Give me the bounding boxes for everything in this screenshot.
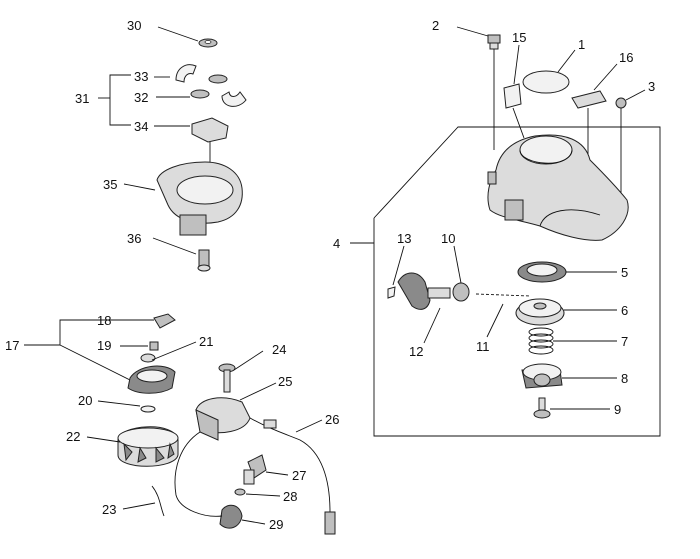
part-12-starter-grip: [397, 272, 451, 344]
callout-2: 2: [432, 18, 439, 33]
bracket-17: [24, 319, 131, 381]
callout-16: 16: [619, 50, 633, 65]
callout-12: 12: [409, 344, 423, 359]
part-34-block: [154, 117, 229, 180]
callout-29: 29: [269, 517, 283, 532]
callout-5: 5: [621, 265, 628, 280]
starter-assembly-group: [350, 126, 661, 437]
callout-33: 33: [134, 69, 148, 84]
part-7-spring: [528, 327, 617, 355]
part-10-grip-plug: [452, 245, 470, 302]
callout-31: 31: [75, 91, 89, 106]
part-29-boot: [219, 504, 266, 529]
callout-8: 8: [621, 371, 628, 386]
callout-22: 22: [66, 429, 80, 444]
starter-housing: [487, 134, 629, 241]
callout-20: 20: [78, 393, 92, 408]
part-28-spring: [234, 488, 281, 497]
part-23-tube: [122, 485, 165, 517]
callout-labels: 1 2 3 4 5 6 7 8 9 10 11 12 13 15 16 17 1…: [5, 18, 655, 532]
callout-23: 23: [102, 502, 116, 517]
part-19-spring: [120, 341, 159, 351]
callout-25: 25: [278, 374, 292, 389]
part-25-coil: [195, 382, 277, 441]
callout-15: 15: [512, 30, 526, 45]
part-8-ratchet: [521, 363, 617, 389]
part-35-base: [123, 161, 243, 236]
part-5-spring-case: [517, 261, 617, 283]
hv-lead: [174, 431, 223, 517]
callout-4: 4: [333, 236, 340, 251]
part-33-shoe: [154, 64, 197, 83]
part-18-knob: [120, 313, 176, 329]
part-30-washer: [157, 26, 218, 48]
part-20-washer: [97, 400, 156, 413]
part-27-plug-cap: [243, 454, 289, 485]
callout-32: 32: [134, 90, 148, 105]
part-32-springs: [156, 74, 247, 107]
part-36-screw: [152, 237, 211, 272]
callout-3: 3: [648, 79, 655, 94]
callout-21: 21: [199, 334, 213, 349]
part-9-screw: [533, 397, 610, 419]
callout-24: 24: [272, 342, 286, 357]
callout-9: 9: [614, 402, 621, 417]
callout-18: 18: [97, 313, 111, 328]
callout-10: 10: [441, 231, 455, 246]
part-26-wire: [249, 417, 336, 535]
callout-13: 13: [397, 231, 411, 246]
callout-27: 27: [292, 468, 306, 483]
callout-34: 34: [134, 119, 148, 134]
callout-35: 35: [103, 177, 117, 192]
callout-6: 6: [621, 303, 628, 318]
part-1-label-disc: [522, 49, 576, 94]
callout-28: 28: [283, 489, 297, 504]
part-3-screw: [615, 89, 646, 195]
part-13-clip: [387, 245, 405, 299]
callout-7: 7: [621, 334, 628, 349]
part-24-bolt: [218, 350, 264, 393]
part-11-rope: [475, 293, 531, 338]
part-22-flywheel: [86, 426, 179, 467]
callout-36: 36: [127, 231, 141, 246]
callout-30: 30: [127, 18, 141, 33]
part-6-reel: [515, 298, 617, 326]
part-2-bolt: [456, 26, 501, 150]
part-21-nut: [140, 341, 197, 363]
callout-19: 19: [97, 338, 111, 353]
part-15-decal: [503, 44, 525, 139]
bracket-31: [98, 74, 131, 126]
cover-housing: [127, 365, 176, 394]
callout-1: 1: [578, 37, 585, 52]
callout-11: 11: [476, 339, 490, 354]
callout-17: 17: [5, 338, 19, 353]
callout-26: 26: [325, 412, 339, 427]
